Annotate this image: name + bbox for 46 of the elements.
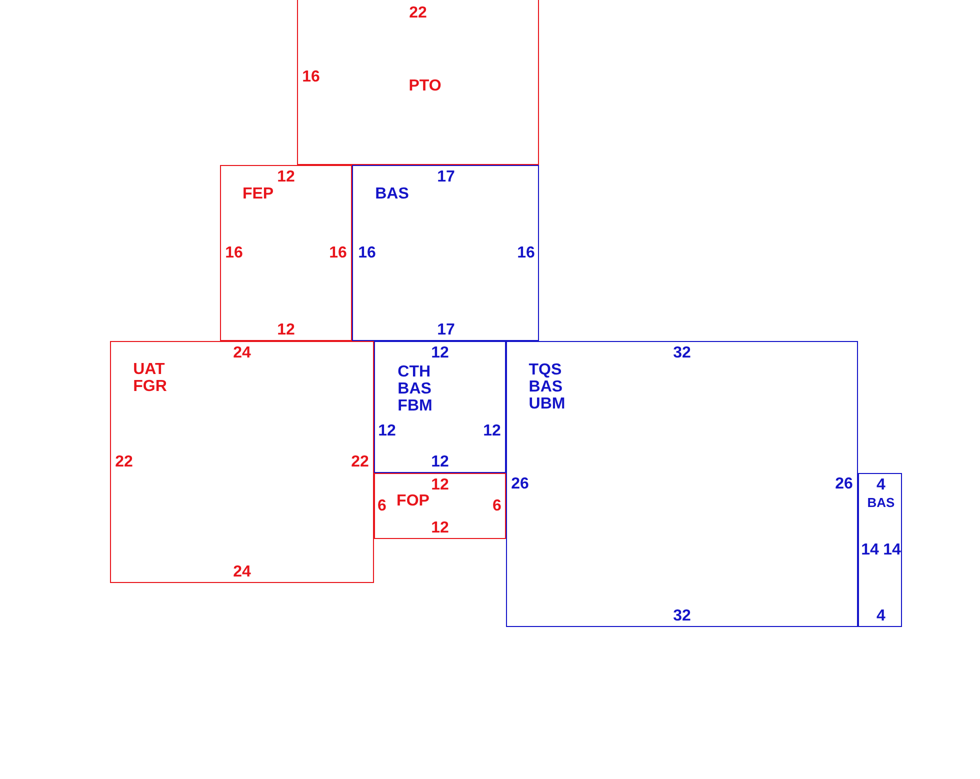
dimension-label: 12 xyxy=(277,168,295,186)
room-code: CTH BAS FBM xyxy=(398,364,432,414)
room-code: PTO xyxy=(408,78,442,94)
dimension-label: 4 xyxy=(876,608,886,624)
dimension-label: 12 xyxy=(431,344,449,362)
dimension-label: 22 xyxy=(115,454,133,470)
room-code: TQS BAS UBM xyxy=(528,362,566,412)
dimension-label: 12 xyxy=(431,476,449,494)
dimension-label: 12 xyxy=(483,422,501,440)
room-outline xyxy=(858,473,902,627)
dimension-label: 16 xyxy=(329,244,347,262)
dimension-label: 26 xyxy=(511,476,529,492)
dimension-label: 22 xyxy=(351,454,369,470)
dimension-label: 16 xyxy=(517,244,535,262)
dimension-label: 6 xyxy=(378,498,386,514)
room-outline xyxy=(506,341,858,627)
dimension-label: 24 xyxy=(233,344,251,362)
room-code: FEP xyxy=(242,186,274,202)
room-code: UAT FGR xyxy=(133,361,167,395)
room-outline xyxy=(352,165,539,341)
dimension-label: 6 xyxy=(492,498,502,514)
room-code: FOP xyxy=(396,492,430,510)
room-outline xyxy=(220,165,352,341)
dimension-label: 16 xyxy=(302,68,320,86)
room-outline xyxy=(374,473,506,539)
dimension-label: 22 xyxy=(409,4,427,22)
dimension-label: 17 xyxy=(437,168,455,186)
dimension-label: 14 xyxy=(883,542,901,558)
dimension-label: 17 xyxy=(437,322,455,338)
room-code: BAS xyxy=(375,186,409,202)
room-outline xyxy=(374,341,506,473)
dimension-label: 32 xyxy=(673,344,691,362)
dimension-label: 16 xyxy=(225,244,243,262)
dimension-label: 32 xyxy=(673,608,691,624)
dimension-label: 14 xyxy=(861,542,879,558)
room-outline xyxy=(297,0,539,165)
room-code: BAS xyxy=(867,496,895,510)
dimension-label: 12 xyxy=(277,322,295,338)
dimension-label: 12 xyxy=(431,520,449,536)
dimension-label: 12 xyxy=(378,422,396,440)
dimension-label: 16 xyxy=(358,244,376,262)
dimension-label: 12 xyxy=(431,454,449,470)
dimension-label: 26 xyxy=(835,476,853,492)
dimension-label: 4 xyxy=(876,476,886,494)
dimension-label: 24 xyxy=(233,564,251,580)
room-outline xyxy=(110,341,374,583)
